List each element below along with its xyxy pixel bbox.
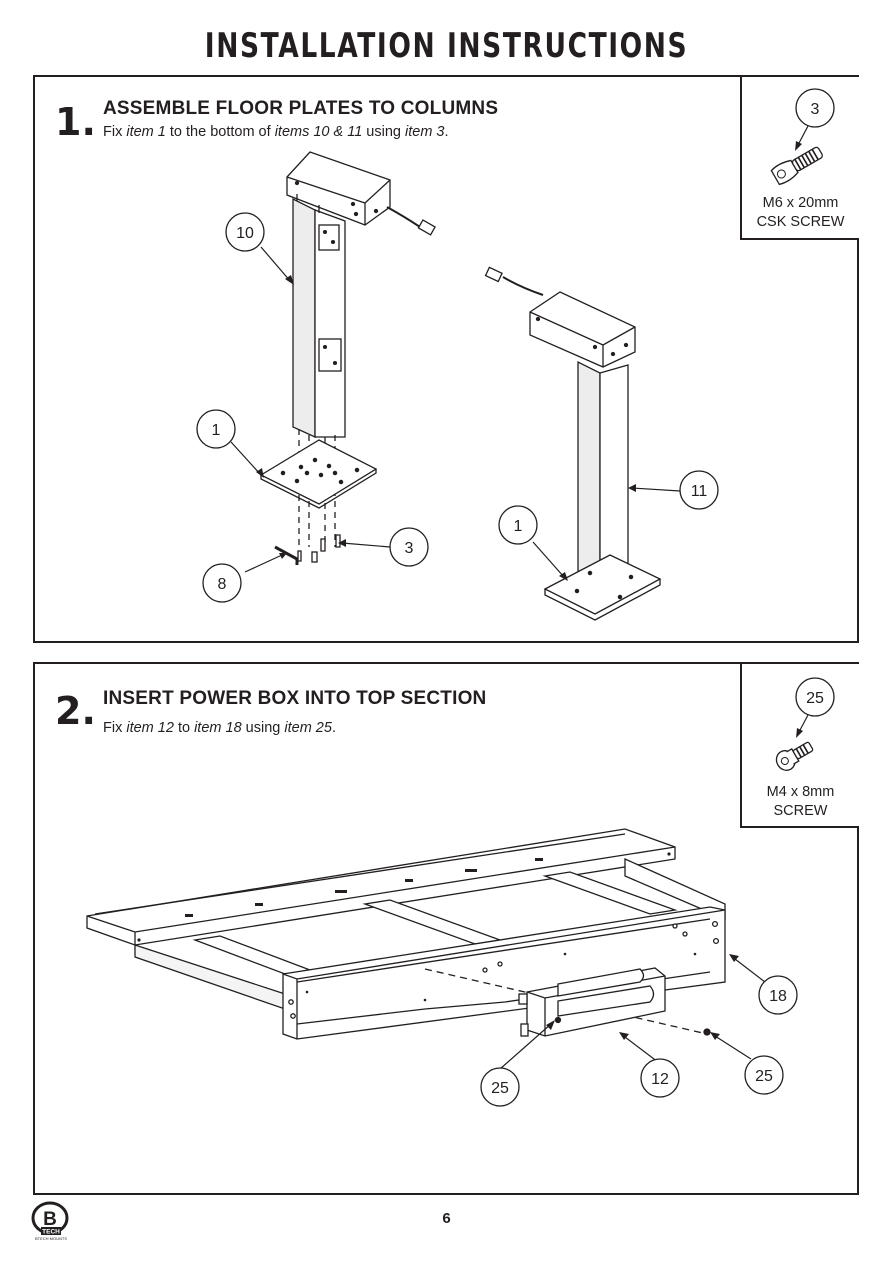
- callout-item-1-left: 1: [196, 409, 236, 449]
- step-2-illustration: 18 25 12 25: [86, 828, 798, 1107]
- callout-item-12: 12: [640, 1058, 680, 1098]
- step-1-title: ASSEMBLE FLOOR PLATES TO COLUMNS: [103, 98, 499, 119]
- m4-screw-icon: 25: [775, 677, 835, 771]
- step-1-illustration: 10 1 8 3 11 1: [196, 151, 719, 621]
- btech-logo: B TECH BTECH MOUNTS: [31, 1201, 69, 1241]
- hardware-spec: M6 x 20mm CSK SCREW: [756, 195, 845, 230]
- svg-text:BTECH MOUNTS: BTECH MOUNTS: [35, 1236, 67, 1241]
- callout-12-label: 12: [651, 1071, 669, 1088]
- callout-item-18: 18: [758, 975, 798, 1015]
- hardware-callout-25-label: 25: [806, 690, 824, 707]
- callout-1-right-label: 1: [514, 518, 523, 535]
- step-1-description: Fix item 1 to the bottom of items 10 & 1…: [103, 124, 449, 140]
- csk-screw-icon: 3: [770, 88, 835, 186]
- callout-8-label: 8: [218, 576, 227, 593]
- step-2-title: INSERT POWER BOX INTO TOP SECTION: [103, 688, 487, 709]
- hardware-callout-25: 25: [795, 677, 835, 717]
- column-10-icon: [259, 151, 436, 565]
- step-2-number: 2.: [55, 689, 96, 733]
- step-2-description: Fix item 12 to item 18 using item 25.: [103, 720, 336, 736]
- step-1-number: 1.: [55, 100, 96, 144]
- top-rail-icon: [86, 828, 676, 946]
- callout-18-label: 18: [769, 988, 787, 1005]
- page-number: 6: [442, 1210, 451, 1227]
- callout-10-label: 10: [236, 225, 254, 242]
- hardware-spec-25: M4 x 8mm SCREW: [766, 784, 835, 819]
- column-11-icon: [484, 266, 662, 621]
- callout-item-11: 11: [679, 470, 719, 510]
- step-1-panel: 1. ASSEMBLE FLOOR PLATES TO COLUMNS Fix …: [33, 75, 859, 643]
- hardware-box-item-25: 25 M4 x 8mm SCREW: [740, 664, 859, 828]
- callout-25-left-label: 25: [491, 1080, 509, 1097]
- callout-item-8: 8: [202, 563, 242, 603]
- callout-item-25-right: 25: [744, 1055, 784, 1095]
- hardware-box-item-3: 3 M6 x 20mm CSK SCREW: [740, 77, 859, 240]
- svg-text:TECH: TECH: [42, 1229, 60, 1236]
- callout-item-25-left: 25: [480, 1067, 520, 1107]
- callout-item-10: 10: [225, 212, 265, 252]
- page-title: INSTALLATION INSTRUCTIONS: [204, 26, 689, 66]
- hardware-callout-3-label: 3: [811, 101, 820, 118]
- hardware-callout-3: 3: [795, 88, 835, 128]
- callout-1-label: 1: [212, 422, 221, 439]
- svg-text:B: B: [43, 1209, 57, 1230]
- power-box-12-icon: [518, 967, 666, 1037]
- callout-3-label: 3: [405, 540, 414, 557]
- callout-11-label: 11: [691, 483, 708, 500]
- callout-item-3: 3: [389, 527, 429, 567]
- step-2-panel: 2. INSERT POWER BOX INTO TOP SECTION Fix…: [33, 662, 859, 1195]
- callout-25-right-label: 25: [755, 1068, 773, 1085]
- callout-item-1-right: 1: [498, 505, 538, 545]
